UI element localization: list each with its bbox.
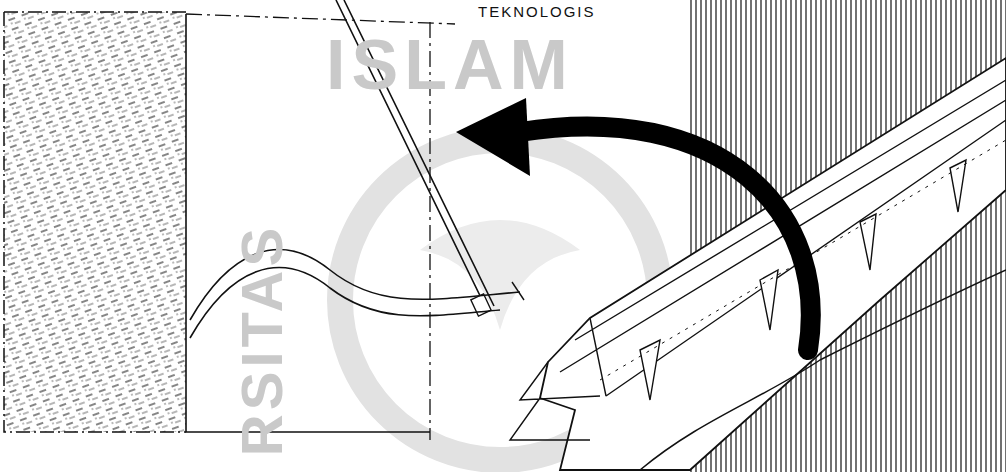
curved-arrow <box>520 126 811 350</box>
watermark-text: ISLAM <box>326 30 574 100</box>
fin <box>760 270 778 330</box>
annotation: TEKNOLOGIS <box>478 4 596 19</box>
panel-top-line <box>186 14 455 24</box>
fin <box>860 214 876 270</box>
textured-wall <box>4 12 186 432</box>
beam-end <box>510 362 600 440</box>
watermark-emblem <box>420 220 580 330</box>
arrowhead <box>456 98 530 176</box>
lower-curve <box>640 270 1006 470</box>
dashed-frame <box>4 12 186 432</box>
fin <box>640 340 660 400</box>
watermark-text: RSITAS <box>233 224 291 456</box>
tick <box>512 282 524 300</box>
